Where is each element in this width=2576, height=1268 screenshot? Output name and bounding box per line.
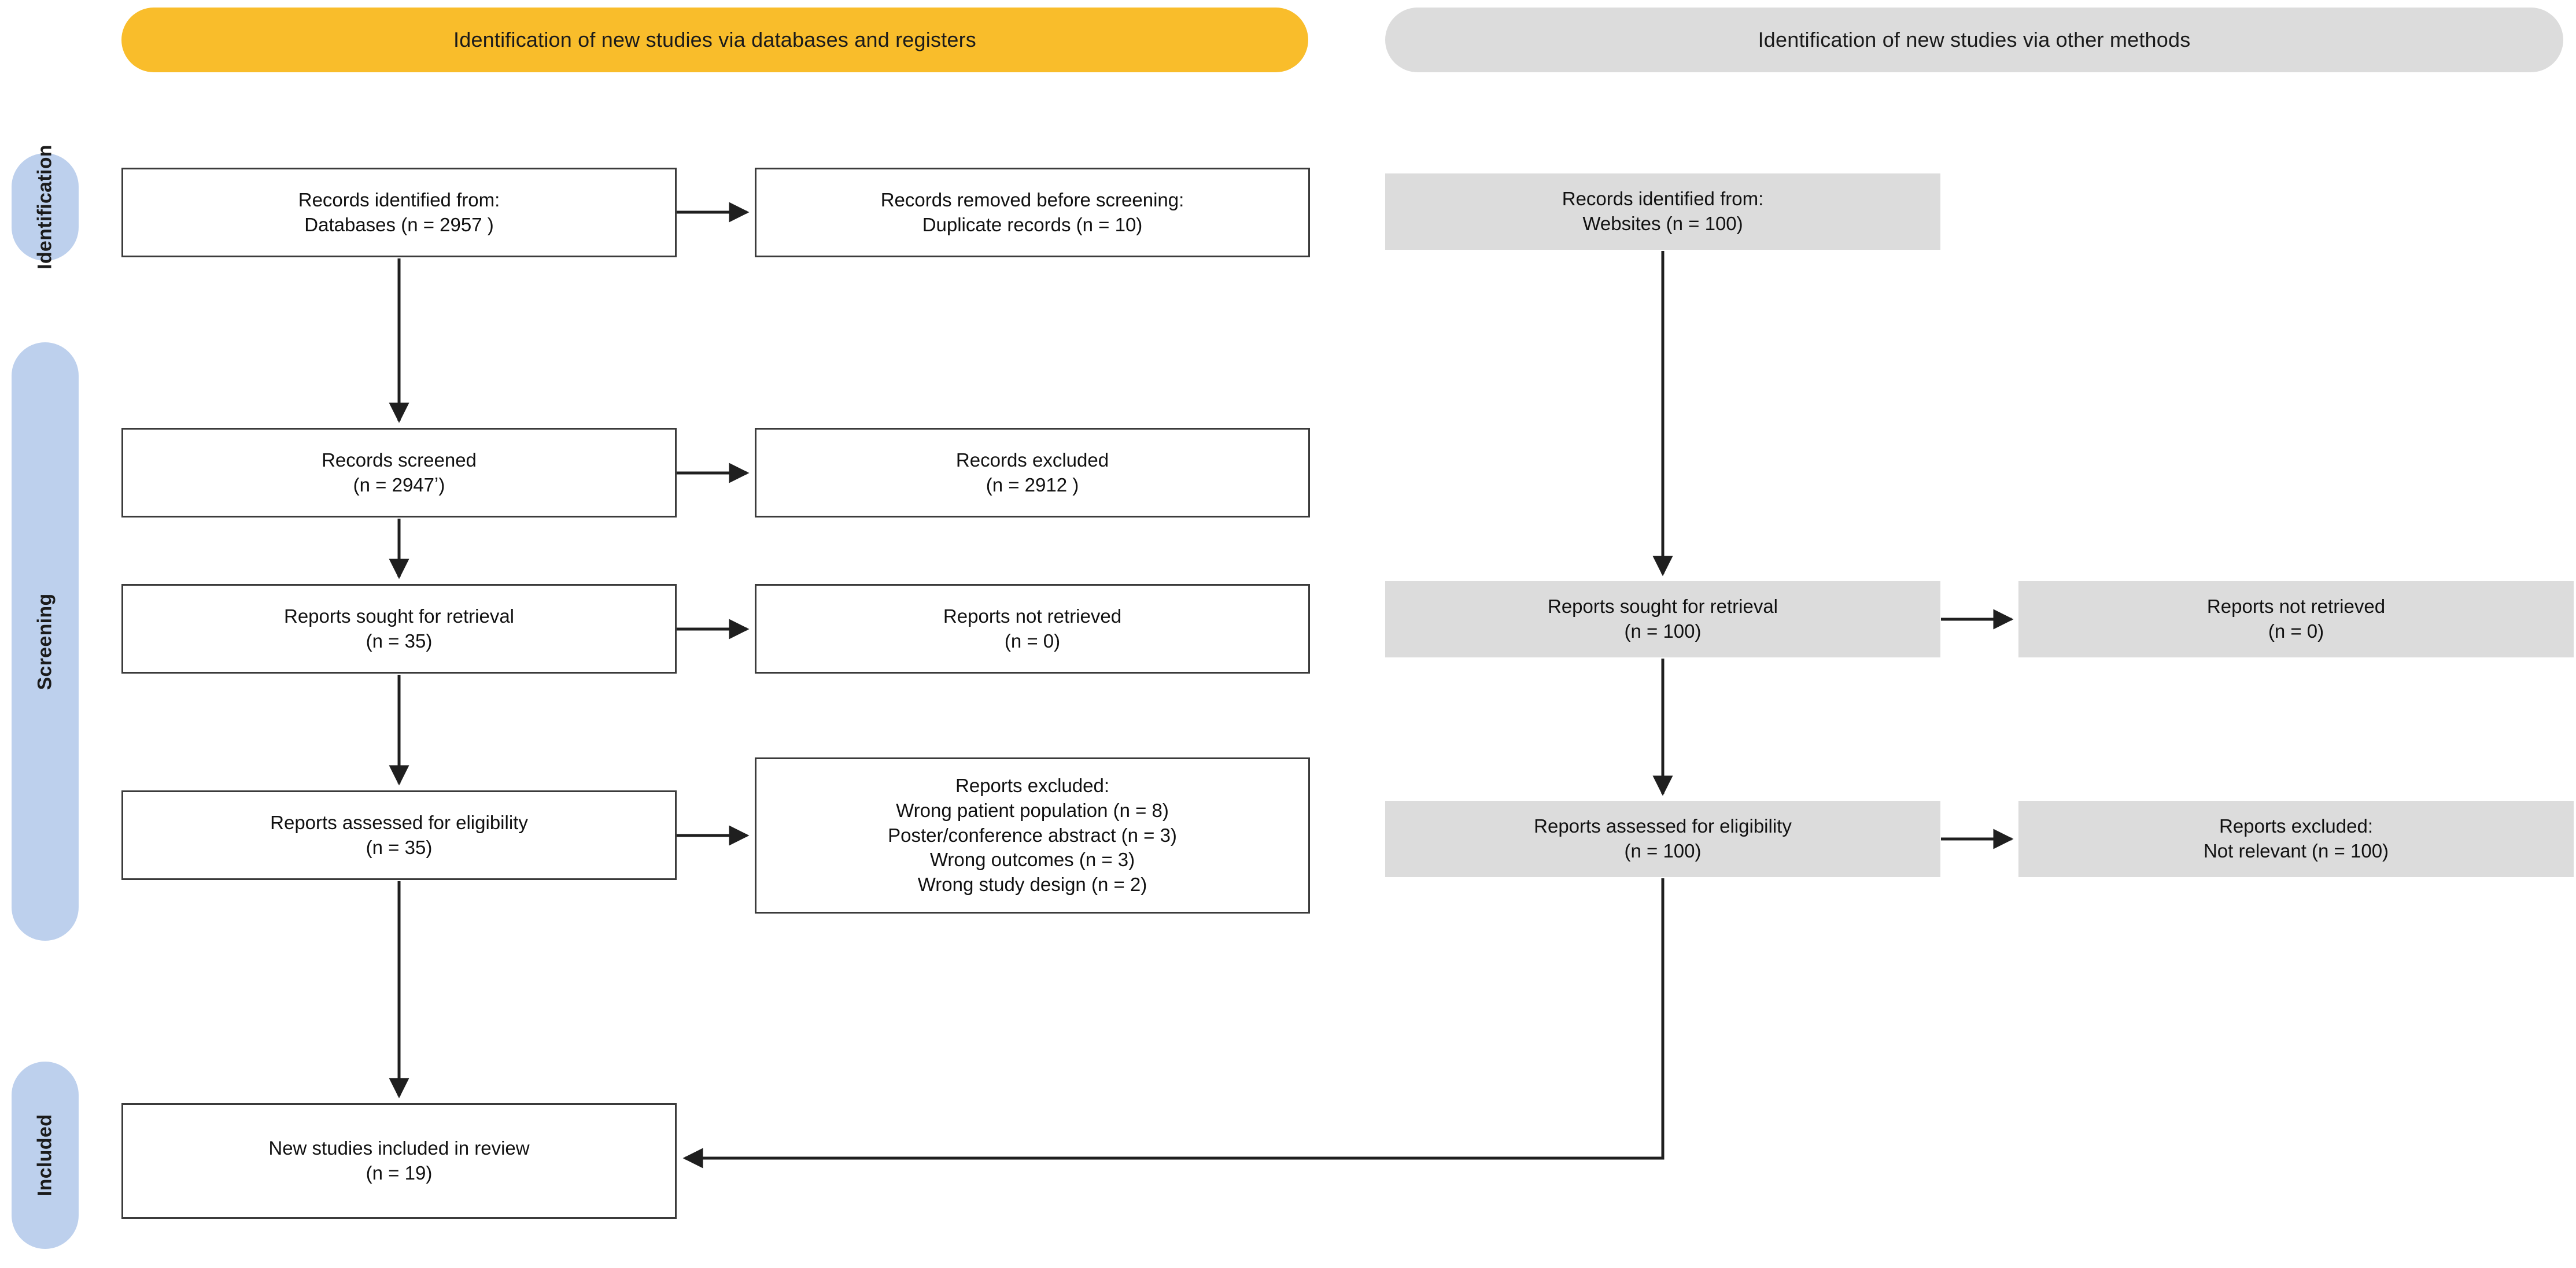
reports-not-retrieved-line1: Reports not retrieved: [943, 605, 1122, 627]
stage-pill-identification: Identification: [12, 145, 79, 269]
stage-label-identification: Identification: [34, 145, 56, 269]
reports-sought-line2: (n = 35): [366, 630, 433, 652]
box-records-removed-before-screening: Records removed before screening: Duplic…: [755, 168, 1310, 257]
records-removed-line2: Duplicate records (n = 10): [922, 213, 1143, 235]
records-excluded-line2: (n = 2912 ): [986, 474, 1079, 496]
header-other-methods: Identification of new studies via other …: [1385, 8, 2563, 72]
reports-excluded-line1: Reports excluded:: [955, 774, 1109, 796]
box-other-reports-sought-for-retrieval: Reports sought for retrieval (n = 100): [1385, 581, 1940, 657]
box-records-identified-databases: Records identified from: Databases (n = …: [121, 168, 677, 257]
box-new-studies-included-in-review: New studies included in review (n = 19): [121, 1103, 677, 1219]
box-reports-assessed-for-eligibility: Reports assessed for eligibility (n = 35…: [121, 790, 677, 880]
box-reports-excluded-detailed: Reports excluded: Wrong patient populati…: [755, 757, 1310, 914]
other-excluded-line1: Reports excluded:: [2219, 815, 2373, 837]
reports-excluded-line4: Wrong outcomes (n = 3): [929, 849, 1135, 871]
included-line2: (n = 19): [366, 1162, 433, 1184]
reports-excluded-line3: Poster/conference abstract (n = 3): [888, 824, 1177, 846]
other-not-retrieved-line2: (n = 0): [2268, 620, 2324, 642]
box-other-reports-not-retrieved: Reports not retrieved (n = 0): [2018, 581, 2574, 657]
box-other-reports-excluded: Reports excluded: Not relevant (n = 100): [2018, 801, 2574, 877]
other-identified-line1: Records identified from:: [1562, 188, 1764, 210]
other-assessed-line2: (n = 100): [1624, 840, 1702, 862]
reports-excluded-line2: Wrong patient population (n = 8): [896, 799, 1169, 821]
stage-label-included: Included: [34, 1114, 56, 1197]
records-identified-line1: Records identified from:: [298, 188, 500, 210]
records-excluded-line1: Records excluded: [955, 449, 1109, 471]
other-sought-line2: (n = 100): [1624, 620, 1702, 642]
other-excluded-line2: Not relevant (n = 100): [2203, 840, 2389, 862]
header-other-label: Identification of new studies via other …: [1758, 28, 2191, 51]
included-line1: New studies included in review: [268, 1137, 530, 1159]
records-identified-line2: Databases (n = 2957 ): [304, 213, 494, 235]
stage-pill-included: Included: [12, 1062, 79, 1249]
reports-excluded-line5: Wrong study design (n = 2): [917, 874, 1147, 896]
header-databases-label: Identification of new studies via databa…: [453, 28, 976, 51]
other-not-retrieved-line1: Reports not retrieved: [2206, 596, 2386, 618]
other-assessed-line1: Reports assessed for eligibility: [1534, 815, 1792, 837]
box-records-identified-websites: Records identified from: Websites (n = 1…: [1385, 173, 1940, 250]
box-reports-not-retrieved: Reports not retrieved (n = 0): [755, 584, 1310, 674]
arrow-other-assessed-to-included: [682, 878, 1665, 1169]
box-records-screened: Records screened (n = 2947ʼ): [121, 428, 677, 517]
reports-sought-line1: Reports sought for retrieval: [283, 605, 514, 627]
box-records-excluded: Records excluded (n = 2912 ): [755, 428, 1310, 517]
reports-assessed-line1: Reports assessed for eligibility: [270, 811, 528, 833]
reports-assessed-line2: (n = 35): [366, 836, 433, 858]
stage-pill-screening: Screening: [12, 342, 79, 941]
stage-label-screening: Screening: [34, 593, 56, 690]
box-other-reports-assessed-for-eligibility: Reports assessed for eligibility (n = 10…: [1385, 801, 1940, 877]
box-reports-sought-for-retrieval: Reports sought for retrieval (n = 35): [121, 584, 677, 674]
other-identified-line2: Websites (n = 100): [1582, 213, 1743, 234]
reports-not-retrieved-line2: (n = 0): [1004, 630, 1061, 652]
header-databases-registers: Identification of new studies via databa…: [121, 8, 1308, 72]
records-removed-line1: Records removed before screening:: [880, 188, 1184, 210]
other-sought-line1: Reports sought for retrieval: [1547, 596, 1778, 618]
records-screened-line2: (n = 2947ʼ): [353, 474, 445, 496]
records-screened-line1: Records screened: [322, 449, 477, 471]
